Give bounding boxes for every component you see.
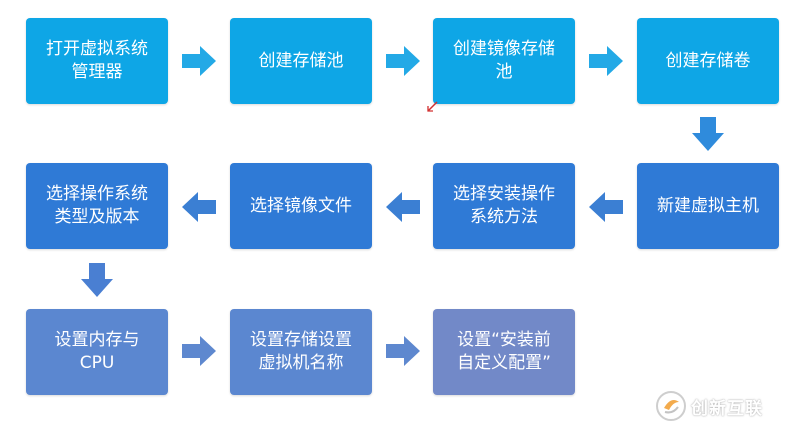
arrow-right-icon xyxy=(386,46,420,76)
cursor-mark-icon xyxy=(427,97,439,116)
arrow-right-icon xyxy=(182,336,216,366)
watermark-text: 创新互联 xyxy=(691,398,763,419)
watermark: 创新互联 xyxy=(655,388,785,424)
arrow-left-icon xyxy=(182,192,216,222)
step-set-storage-name: 设置存储设置 虚拟机名称 xyxy=(230,309,372,395)
step-label: 设置存储设置 虚拟机名称 xyxy=(250,330,352,373)
arrow-right-icon xyxy=(182,46,216,76)
step-open-virt-manager: 打开虚拟系统 管理器 xyxy=(26,18,168,104)
step-create-storage-pool: 创建存储池 xyxy=(230,18,372,104)
step-create-image-pool: 创建镜像存储 池 xyxy=(433,18,575,104)
arrow-left-icon xyxy=(386,192,420,222)
step-label: 设置内存与 CPU xyxy=(54,330,140,373)
step-select-install-method: 选择安装操作 系统方法 xyxy=(433,163,575,249)
step-label: 打开虚拟系统 管理器 xyxy=(46,39,148,82)
arrow-right-icon xyxy=(386,336,420,366)
step-label: 创建存储池 xyxy=(258,50,344,71)
arrow-left-icon xyxy=(589,192,623,222)
arrow-down-icon xyxy=(81,263,113,297)
step-label: 选择操作系统 类型及版本 xyxy=(46,184,148,227)
step-label: 创建存储卷 xyxy=(665,50,751,71)
arrow-right-icon xyxy=(589,46,623,76)
step-label: 创建镜像存储 池 xyxy=(453,39,555,82)
step-set-memory-cpu: 设置内存与 CPU xyxy=(26,309,168,395)
step-custom-config: 设置“安装前 自定义配置” xyxy=(433,309,575,395)
chuangxin-logo-icon xyxy=(655,390,687,422)
step-label: 新建虚拟主机 xyxy=(657,195,759,216)
arrow-down-icon xyxy=(692,117,724,151)
step-label: 选择安装操作 系统方法 xyxy=(453,184,555,227)
step-label: 选择镜像文件 xyxy=(250,195,352,216)
step-select-image-file: 选择镜像文件 xyxy=(230,163,372,249)
step-label: 设置“安装前 自定义配置” xyxy=(457,330,551,373)
step-select-os-type: 选择操作系统 类型及版本 xyxy=(26,163,168,249)
step-new-vm: 新建虚拟主机 xyxy=(637,163,779,249)
step-create-volume: 创建存储卷 xyxy=(637,18,779,104)
